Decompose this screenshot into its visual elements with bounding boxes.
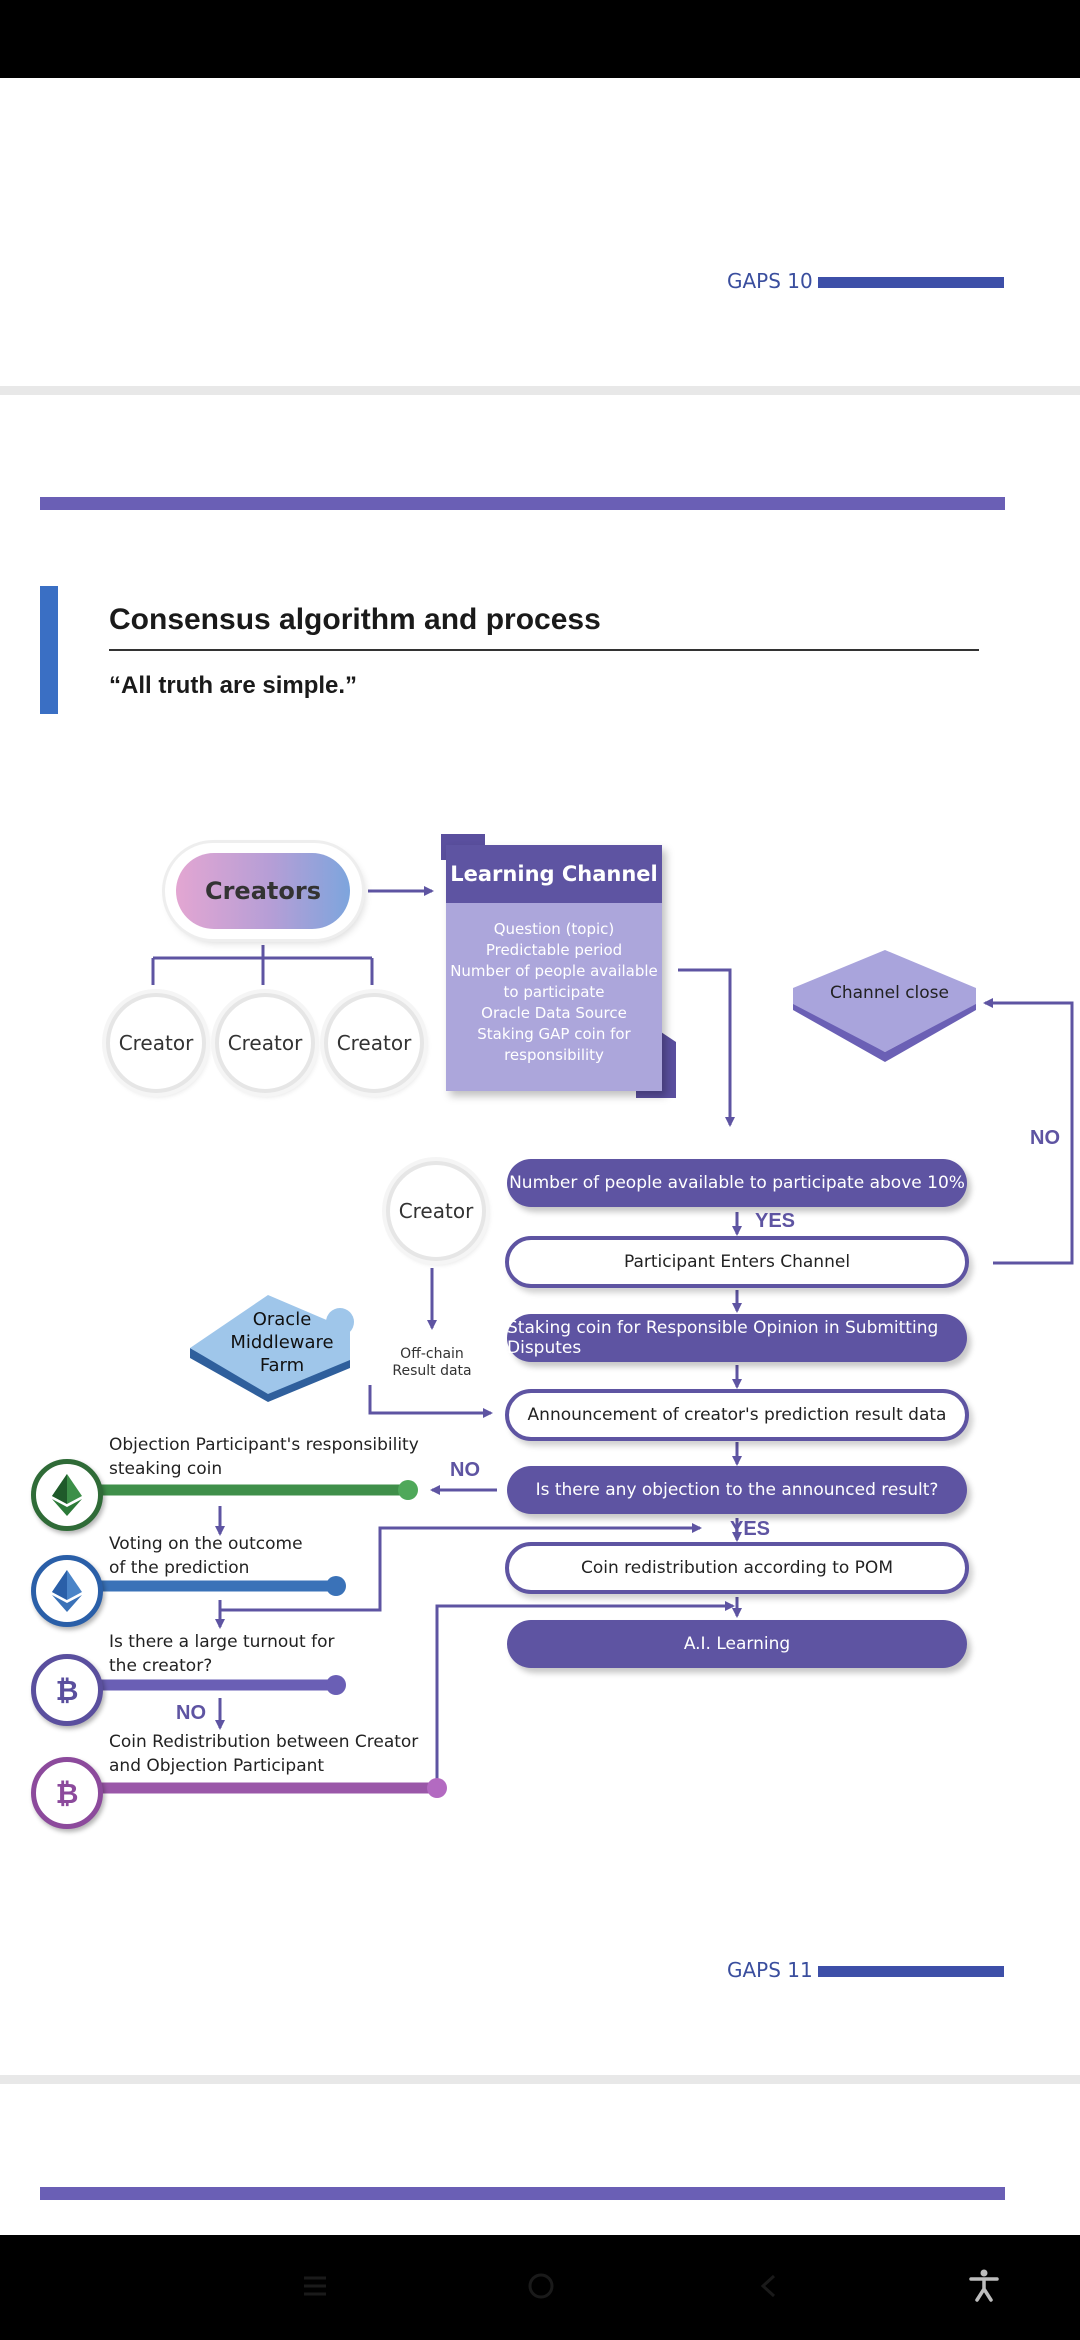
creators-label: Creators	[204, 877, 321, 905]
yes-label-1: YES	[755, 1210, 796, 1232]
left-step-line: Voting on the outcome	[109, 1534, 303, 1554]
oracle-shape	[190, 1295, 354, 1402]
oracle-line: Farm	[259, 1355, 305, 1376]
page-number-bottom: GAPS 11	[727, 1958, 813, 1982]
step-participant-enters: Participant Enters Channel	[505, 1236, 969, 1288]
page-separator	[0, 386, 1080, 395]
no-label-turnout: NO	[176, 1702, 206, 1724]
learning-channel-title: Learning Channel	[450, 862, 658, 886]
creator-node-1: Creator	[106, 993, 206, 1093]
oracle-line: Oracle	[252, 1309, 312, 1330]
page-separator	[0, 2075, 1080, 2084]
lc-line: Predictable period	[485, 941, 623, 959]
page-number-bar-top	[818, 277, 1004, 288]
creator-label: Creator	[118, 1031, 194, 1055]
step-staking-coin: Staking coin for Responsible Opinion in …	[507, 1314, 967, 1362]
step-ai-learning: A.I. Learning	[507, 1620, 967, 1668]
left-step-voting: Voting on the outcome of the prediction	[109, 1532, 303, 1580]
left-step-line: steaking coin	[109, 1459, 223, 1479]
ethereum-icon	[31, 1459, 103, 1531]
page-title: Consensus algorithm and process	[109, 603, 601, 636]
left-step-line: the creator?	[109, 1656, 213, 1676]
oracle-line: Middleware	[230, 1332, 334, 1353]
bitcoin-icon: ₿	[31, 1654, 103, 1726]
channel-close-label: Channel close	[830, 983, 949, 1003]
page-number-top: GAPS 10	[727, 269, 813, 293]
no-label-left: NO	[450, 1459, 480, 1481]
learning-channel-body: Question (topic) Predictable period Numb…	[446, 903, 662, 1066]
left-step-turnout: Is there a large turnout for the creator…	[109, 1630, 334, 1678]
lc-line: to participate	[503, 983, 605, 1001]
left-step-redistribution: Coin Redistribution between Creator and …	[109, 1730, 418, 1778]
learning-channel-card: Learning Channel Question (topic) Predic…	[446, 845, 662, 1091]
lc-line: Staking GAP coin for	[477, 1025, 631, 1043]
page-number-bar-bottom	[818, 1966, 1004, 1977]
creator-label: Creator	[227, 1031, 303, 1055]
lc-line: Oracle Data Source	[481, 1004, 627, 1022]
creator-node-3: Creator	[324, 993, 424, 1093]
left-step-line: and Objection Participant	[109, 1756, 325, 1776]
oracle-label: Oracle Middleware Farm	[222, 1308, 342, 1377]
lc-line: Number of people available	[450, 962, 658, 980]
title-underline	[109, 649, 979, 651]
left-step-line: Objection Participant's responsibility	[109, 1435, 419, 1455]
heading-accent-bar	[40, 586, 58, 714]
learning-channel-title-bar: Learning Channel	[446, 845, 662, 903]
header-strip-next	[40, 2187, 1005, 2200]
step-above-10-percent: Number of people available to participat…	[507, 1159, 967, 1207]
no-label-right: NO	[1030, 1127, 1060, 1149]
page-quote: “All truth are simple.”	[109, 672, 358, 699]
left-step-objection: Objection Participant's responsibility s…	[109, 1433, 419, 1481]
creator-label: Creator	[398, 1199, 474, 1223]
ethereum-icon	[31, 1555, 103, 1627]
status-bar	[0, 0, 1080, 78]
step-objection-question: Is there any objection to the announced …	[507, 1466, 967, 1514]
yes-label-2: YES	[730, 1518, 771, 1540]
left-step-line: Is there a large turnout for	[109, 1632, 335, 1652]
lc-line: responsibility	[504, 1046, 604, 1064]
channel-close-shape	[793, 950, 976, 1062]
recent-apps-button[interactable]	[300, 2273, 330, 2299]
creator-node-2: Creator	[215, 993, 315, 1093]
creators-pill: Creators	[176, 853, 350, 929]
step-announcement: Announcement of creator's prediction res…	[505, 1389, 969, 1441]
bitcoin-icon: ₿	[31, 1757, 103, 1829]
left-step-line: of the prediction	[109, 1558, 250, 1578]
left-step-line: Coin Redistribution between Creator	[109, 1732, 419, 1752]
step-coin-redistribution: Coin redistribution according to POM	[505, 1542, 969, 1594]
creator-node-offchain: Creator	[386, 1161, 486, 1261]
accessibility-icon[interactable]	[966, 2267, 1002, 2303]
creator-label: Creator	[336, 1031, 412, 1055]
offchain-label: Off-chain Result data	[382, 1346, 482, 1380]
navigation-bar	[0, 2235, 1080, 2340]
home-button[interactable]	[526, 2271, 556, 2301]
offchain-line: Result data	[392, 1363, 472, 1379]
lc-line: Question (topic)	[493, 920, 615, 938]
back-button[interactable]	[756, 2273, 782, 2299]
header-strip	[40, 497, 1005, 510]
offchain-line: Off-chain	[400, 1346, 464, 1362]
